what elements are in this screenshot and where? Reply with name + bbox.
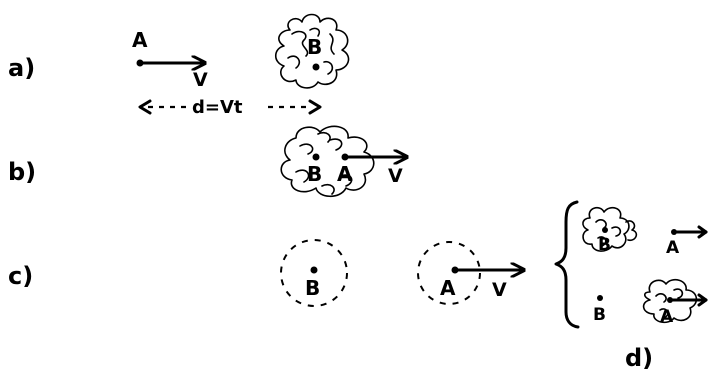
distance-arrowhead-left <box>138 99 152 115</box>
panel-d: B A B A d) <box>554 200 708 371</box>
point-b-dot <box>602 227 608 233</box>
point-b-label: B <box>307 162 322 186</box>
velocity-arrowhead <box>697 293 708 307</box>
electron-cloud-a-bottom <box>642 278 698 324</box>
distance-arrowhead-right <box>308 99 322 115</box>
panel-label-b: b) <box>8 158 36 186</box>
point-a-label: A <box>132 28 148 52</box>
velocity-label: V <box>388 165 403 187</box>
point-b-dot <box>310 266 318 274</box>
curly-brace <box>554 200 580 329</box>
dashed-shell-a <box>417 241 481 305</box>
panel-label-d: d) <box>625 344 653 371</box>
electron-cloud-b <box>274 13 350 89</box>
point-a-label: A <box>660 307 674 327</box>
panel-label-c: c) <box>8 262 33 290</box>
panel-label-a: a) <box>8 54 35 82</box>
merged-electron-cloud <box>280 125 375 198</box>
velocity-label: V <box>492 279 507 301</box>
cloud-fragment <box>625 220 638 242</box>
point-b-label: B <box>593 305 606 325</box>
point-a-label: A <box>337 162 353 186</box>
point-b-dot <box>312 153 320 161</box>
distance-label: d=Vt <box>192 97 243 118</box>
panel-a: a) A V d=Vt B <box>8 13 350 118</box>
point-b-label: B <box>305 276 320 300</box>
panel-b: b) B A V <box>8 125 409 198</box>
point-a-label: A <box>440 276 456 300</box>
electron-cloud-b-top <box>582 206 630 252</box>
velocity-arrowhead <box>697 225 708 239</box>
panel-c: c) B A V <box>8 239 526 307</box>
point-b-label: B <box>598 235 611 255</box>
point-b-dot <box>312 63 320 71</box>
point-a-label: A <box>666 238 680 258</box>
point-b-label: B <box>307 35 322 59</box>
point-b-dot <box>597 295 603 301</box>
velocity-label: V <box>193 69 208 91</box>
dashed-shell-b <box>280 239 348 307</box>
